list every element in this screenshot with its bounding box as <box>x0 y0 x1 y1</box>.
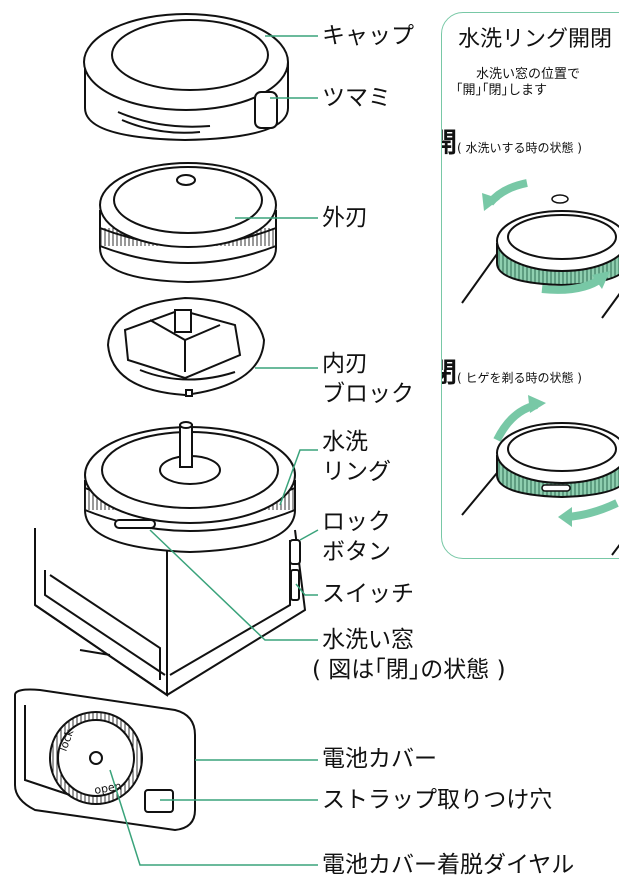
label-cap: キャップ <box>322 23 414 49</box>
label-battery-cover: 電池カバー <box>322 746 437 772</box>
strap-hole <box>144 789 174 813</box>
knob[interactable] <box>254 91 278 129</box>
label-lock-1: ロック <box>322 509 391 535</box>
label-wash-window: 水洗い窓 <box>322 627 414 653</box>
cap <box>83 13 289 142</box>
state-open: 開( 水洗いする時の状態 ) <box>442 121 582 160</box>
state-open-big: 開 <box>442 128 457 159</box>
switch[interactable] <box>290 569 300 601</box>
panel-desc-line-1: 水洗い窓の位置で <box>476 67 581 82</box>
wash-window <box>114 519 156 529</box>
battery-cover-dial[interactable] <box>49 711 143 805</box>
label-switch: スイッチ <box>322 581 414 607</box>
inner-blade-block <box>106 296 266 397</box>
state-open-note: ( 水洗いする時の状態 ) <box>457 141 582 155</box>
label-knob: ツマミ <box>322 85 391 111</box>
label-inner-blade-1: 内刃 <box>322 351 368 377</box>
dial-open-text: open <box>93 779 122 797</box>
label-wash-ring-1: 水洗 <box>322 429 368 455</box>
leader-lines <box>109 35 319 866</box>
label-strap-hole: ストラップ取りつけ穴 <box>322 787 553 813</box>
label-wash-window-note: ( 図は｢閉｣の状態 ) <box>312 657 506 683</box>
wash-ring <box>84 421 296 554</box>
label-lock-2: ボタン <box>322 539 391 565</box>
panel-desc: 水洗い窓の位置で ｢開｣｢閉｣します <box>456 67 580 99</box>
label-wash-ring-2: リング <box>322 459 391 485</box>
lock-button[interactable] <box>289 539 301 565</box>
open-illustration <box>461 179 619 319</box>
panel-desc-line-2: ｢開｣｢閉｣します <box>456 83 548 98</box>
label-battery-dial: 電池カバー着脱ダイヤル <box>322 852 575 878</box>
state-closed-big: 閉 <box>442 358 457 389</box>
label-inner-blade-2: ブロック <box>322 381 414 407</box>
closed-illustration <box>461 395 619 556</box>
label-outer-blade: 外刃 <box>322 205 368 231</box>
panel-title: 水洗リング開閉 <box>458 27 613 52</box>
wash-ring-panel: 水洗リング開閉 水洗い窓の位置で ｢開｣｢閉｣します 開( 水洗いする時の状態 … <box>441 12 619 559</box>
state-closed: 閉( ヒゲを剃る時の状態 ) <box>442 351 582 390</box>
outer-blade <box>99 162 277 284</box>
shaver-body <box>34 528 307 697</box>
state-closed-note: ( ヒゲを剃る時の状態 ) <box>457 371 582 385</box>
